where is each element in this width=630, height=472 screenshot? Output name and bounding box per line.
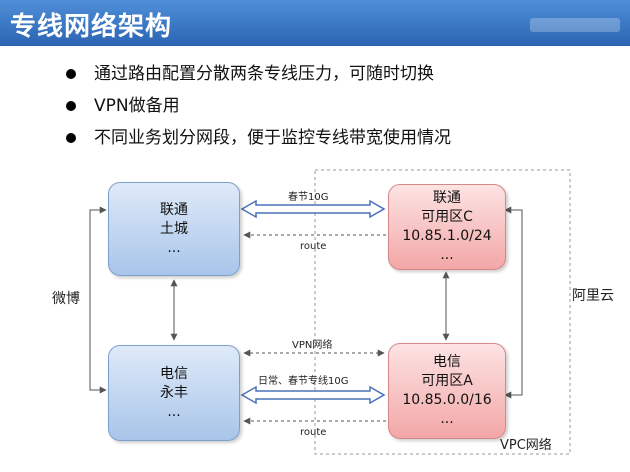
aliyun-bracket [504, 206, 523, 399]
bullet-dot-icon [66, 133, 76, 143]
bottom-route-label: route [300, 427, 327, 438]
vpn-label: VPN网络 [292, 340, 333, 351]
bullet-list: 通过路由配置分散两条专线压力，可随时切换 VPN做备用 不同业务划分网段，便于监… [60, 58, 600, 154]
top-line-label: 春节10G [288, 192, 329, 203]
bullet-item: 通过路由配置分散两条专线压力，可随时切换 [60, 58, 600, 90]
bottom-leased-line-arrow [240, 385, 386, 405]
node-telecom-zone-a: 电信 可用区A 10.85.0.0/16 ... [388, 343, 506, 439]
bottom-line-label: 日常、春节专线10G [258, 376, 349, 387]
node-unicom-tucheng: 联通 土城 ... [108, 182, 240, 276]
bullet-dot-icon [66, 69, 76, 79]
node-unicom-zone-c: 联通 可用区C 10.85.1.0/24 ... [388, 184, 506, 270]
page-title: 专线网络架构 [10, 12, 173, 42]
bullet-dot-icon [66, 101, 76, 111]
node-telecom-yongfeng: 电信 永丰 ... [108, 345, 240, 441]
weibo-label: 微博 [52, 291, 80, 307]
title-bar: 专线网络架构 [0, 0, 630, 46]
vpc-region [314, 169, 571, 455]
aliyun-label: 阿里云 [572, 288, 614, 304]
top-route-label: route [300, 241, 327, 252]
bullet-item: VPN做备用 [60, 90, 600, 122]
logo-watermark [530, 18, 620, 32]
weibo-bracket [89, 206, 107, 394]
vpc-label: VPC网络 [500, 438, 552, 453]
top-leased-line-arrow [240, 199, 386, 219]
bullet-item: 不同业务划分网段，便于监控专线带宽使用情况 [60, 122, 600, 154]
